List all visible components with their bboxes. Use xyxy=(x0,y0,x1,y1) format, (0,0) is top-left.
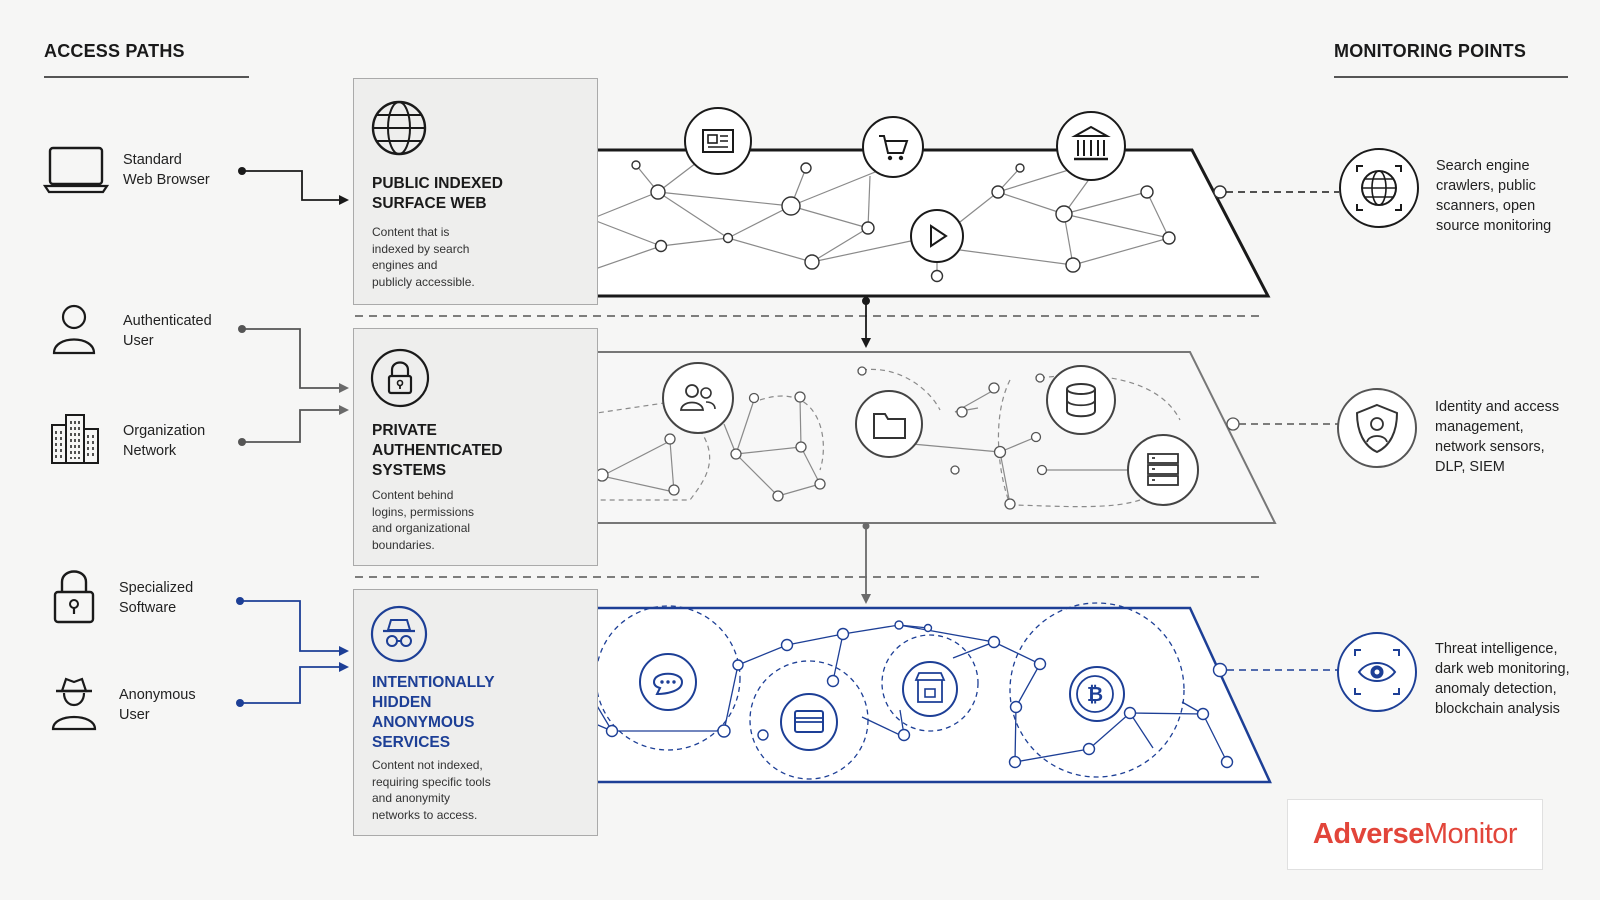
scan-globe-icon xyxy=(1339,148,1419,228)
padlock-icon xyxy=(53,570,95,624)
shield-user-icon xyxy=(1337,388,1417,468)
storefront-icon xyxy=(902,661,958,717)
hidden-services-description: Content not indexed, requiring specific … xyxy=(372,758,491,822)
surface-web-description: Content that is indexed by search engine… xyxy=(372,225,475,289)
hidden-services-plane xyxy=(499,606,1272,784)
private-network-nodes xyxy=(586,366,1240,510)
database-icon xyxy=(1046,365,1116,435)
anonymous-user-icon xyxy=(51,677,97,731)
users-icon xyxy=(662,362,734,434)
bank-icon xyxy=(1056,111,1126,181)
access-path-anonymous-user: Anonymous User xyxy=(119,687,196,723)
access-paths-heading: ACCESS PATHS xyxy=(44,41,185,61)
bitcoin-icon: ₿ xyxy=(1069,666,1125,722)
private-systems-panel: PRIVATE AUTHENTICATED SYSTEMS Content be… xyxy=(353,328,598,566)
incognito-icon xyxy=(370,605,428,663)
monitoring-hidden-services: Threat intelligence, dark web monitoring… xyxy=(1435,641,1570,717)
building-icon xyxy=(51,414,99,464)
access-path-standard-browser: Standard Web Browser xyxy=(123,152,210,188)
lock-icon xyxy=(370,348,430,408)
private-network xyxy=(572,368,1181,508)
news-icon xyxy=(684,107,752,175)
monitoring-points-rule xyxy=(1334,76,1568,78)
access-path-specialized-software: Specialized Software xyxy=(119,580,194,616)
surface-web-title: PUBLIC INDEXED SURFACE WEB xyxy=(372,175,503,212)
card-icon xyxy=(780,693,838,751)
access-paths-rule xyxy=(44,76,249,78)
private-systems-description: Content behind logins, permissions and o… xyxy=(372,488,475,552)
play-icon xyxy=(910,209,964,263)
access-connectors xyxy=(236,167,349,707)
access-path-organization-network: Organization Network xyxy=(123,423,206,459)
user-icon xyxy=(52,304,96,355)
private-systems-title: PRIVATE AUTHENTICATED SYSTEMS xyxy=(372,422,503,479)
laptop-icon xyxy=(43,146,109,194)
hidden-network-nodes xyxy=(549,620,1234,769)
monitoring-connectors xyxy=(1226,191,1339,671)
folder-icon xyxy=(855,390,923,458)
svg-text:₿: ₿ xyxy=(1087,684,1103,706)
monitoring-points-heading: MONITORING POINTS xyxy=(1334,41,1527,61)
access-path-authenticated-user: Authenticated User xyxy=(123,313,212,349)
hidden-services-panel: INTENTIONALLY HIDDEN ANONYMOUS SERVICES … xyxy=(353,589,598,836)
chat-icon xyxy=(639,653,697,711)
globe-icon xyxy=(371,100,427,156)
surface-web-panel: PUBLIC INDEXED SURFACE WEB Content that … xyxy=(353,78,598,305)
shopping-cart-icon xyxy=(862,116,924,178)
server-icon xyxy=(1127,434,1199,506)
monitoring-surface-web: Search engine crawlers, public scanners,… xyxy=(1436,158,1552,234)
hidden-services-title: INTENTIONALLY HIDDEN ANONYMOUS SERVICES xyxy=(372,674,495,751)
scan-eye-icon xyxy=(1337,632,1417,712)
monitoring-private-systems: Identity and access management, network … xyxy=(1435,399,1560,475)
